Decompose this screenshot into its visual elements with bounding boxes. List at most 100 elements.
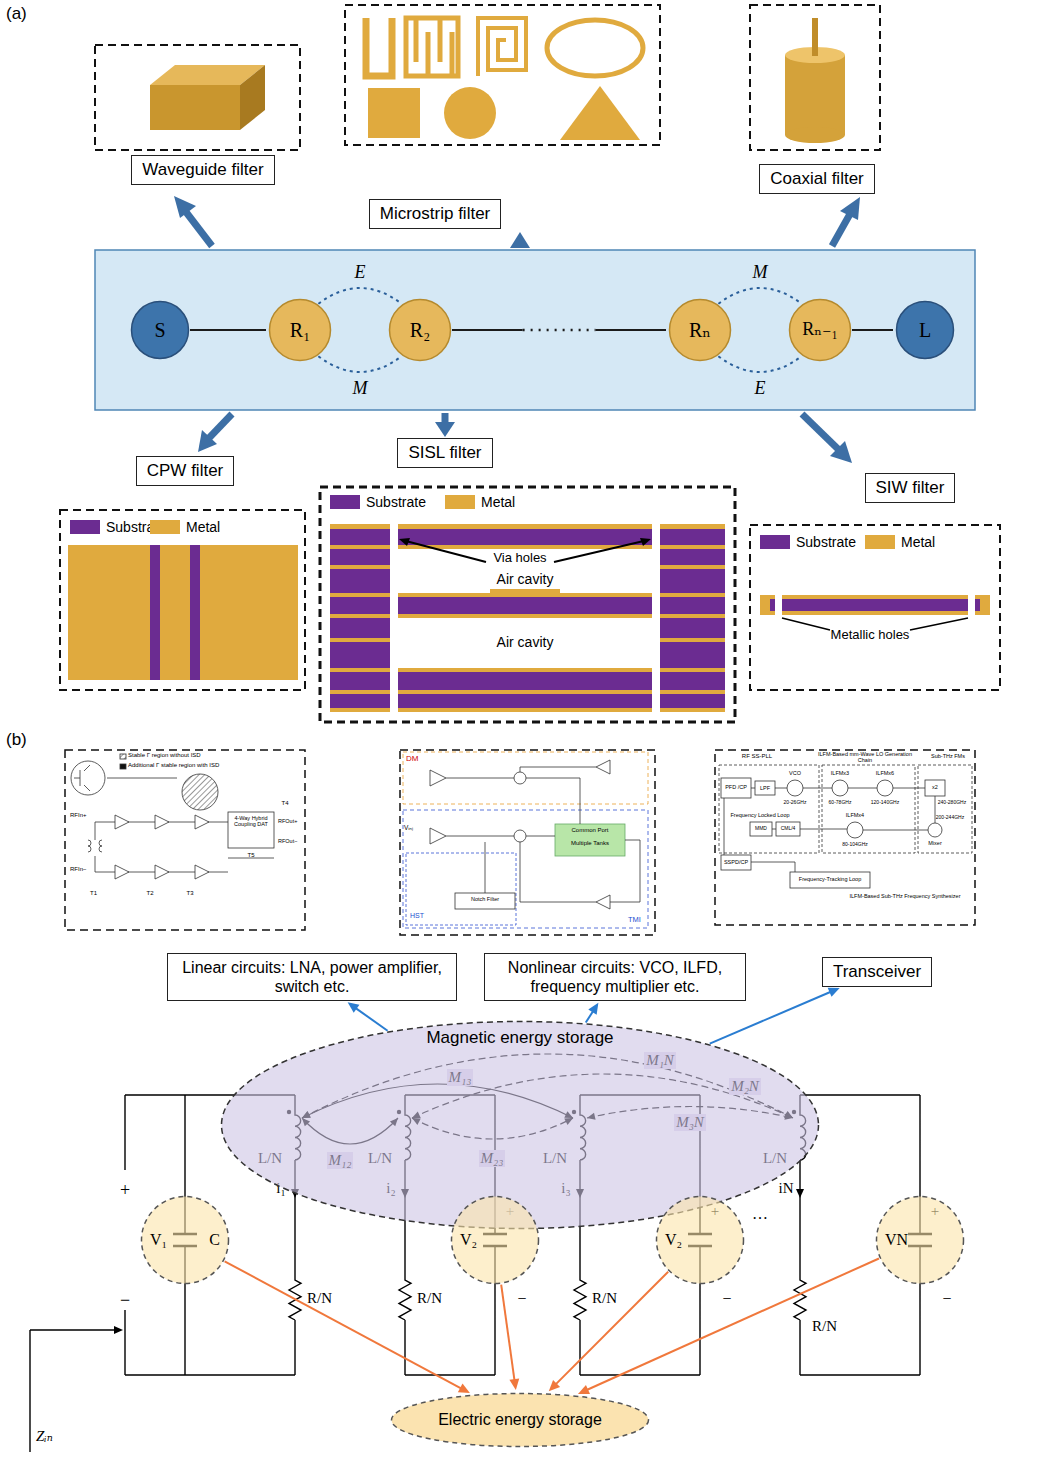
- node-text: V₂: [460, 1230, 477, 1249]
- connector: [190, 330, 266, 331]
- node-text: V₂: [665, 1230, 682, 1249]
- label: Zᵢₙ: [36, 1428, 53, 1445]
- sisl-figure: [330, 524, 725, 712]
- caption-box: Transceiver: [822, 957, 932, 987]
- node-text: SIW filter: [876, 478, 945, 498]
- dashed-frame: [60, 5, 1000, 935]
- block-arrow: [174, 196, 860, 463]
- label: T1: [90, 890, 97, 897]
- node-circle: V₁ C: [140, 1195, 230, 1285]
- label: T3: [186, 890, 193, 897]
- legend-text: Substrate: [796, 534, 856, 550]
- label: Air cavity: [497, 571, 554, 587]
- legend-item: Substrate: [330, 493, 426, 510]
- label: −: [722, 1290, 731, 1308]
- node-text: Transceiver: [833, 962, 921, 982]
- label: Additional Γ stable region with ISD: [128, 762, 219, 769]
- coupling-label: E: [353, 262, 368, 283]
- label: 20-26GHz: [784, 800, 807, 806]
- label: +: [120, 1180, 130, 1201]
- energy-ellipse: Magnetic energy storage: [220, 1020, 820, 1230]
- label: iN: [779, 1180, 794, 1197]
- node-text: Coaxial filter: [770, 169, 864, 189]
- legend-text: Metal: [901, 534, 935, 550]
- coupling-band: [95, 250, 975, 410]
- synthesizer-thumbnail: [719, 765, 972, 888]
- coupling-label: M: [751, 262, 770, 283]
- legend-item: Metal: [445, 493, 515, 510]
- waveguide-figure: [150, 65, 265, 130]
- node-circle: VN: [875, 1195, 965, 1285]
- label: Air cavity: [497, 634, 554, 650]
- node-text: Microstrip filter: [380, 204, 491, 224]
- caption-box: Linear circuits: LNA, power amplifier, s…: [167, 953, 457, 1001]
- caption-box: Microstrip filter: [369, 199, 502, 229]
- label: ILFM-Based mm-Wave LO Generation Chain: [813, 751, 918, 764]
- label: Mixer: [928, 840, 941, 846]
- label: CML/4: [781, 826, 796, 832]
- energy-ellipse: Electric energy storage: [390, 1392, 650, 1448]
- connector: [318, 288, 401, 304]
- shape-outline: [220, 1020, 820, 1230]
- circuit-thumbnail: [71, 754, 274, 879]
- label: Via holes: [493, 551, 546, 566]
- label: R/N: [592, 1290, 617, 1307]
- connector: [318, 356, 401, 372]
- node-text: C: [209, 1230, 220, 1249]
- oscillator-thumbnail: [403, 752, 648, 928]
- node-text: L: [919, 318, 931, 342]
- label: Vᵢₙⱼ: [404, 824, 413, 831]
- label: LPF: [760, 785, 770, 791]
- label: TMI: [628, 916, 641, 925]
- label: DM: [406, 754, 418, 763]
- connector: [718, 356, 801, 372]
- label: 200-244GHz: [936, 815, 964, 821]
- node-text: R₁: [290, 318, 310, 342]
- label: Metallic holes: [831, 628, 910, 643]
- label: 4-Way Hybrid Coupling DAT: [230, 815, 272, 828]
- label: …: [752, 1205, 768, 1223]
- coupling-label: E: [753, 378, 768, 399]
- label: Frequency Locked Loop: [730, 812, 789, 818]
- label: 60-78GHz: [829, 800, 852, 806]
- legend-text: Substrate: [366, 494, 426, 510]
- caption-box: CPW filter: [136, 456, 235, 486]
- connector: [452, 330, 666, 331]
- node-circle: L: [895, 300, 955, 360]
- label: PFD /CP: [725, 784, 747, 790]
- caption-box: SIW filter: [865, 473, 956, 503]
- connector: [852, 330, 893, 331]
- label: −: [517, 1290, 526, 1308]
- label: ILFMx3: [831, 770, 849, 776]
- label: −: [942, 1290, 951, 1308]
- caption-box: SISL filter: [397, 438, 492, 468]
- node-text: Nonlinear circuits: VCO, ILFD, frequency…: [495, 958, 735, 996]
- connector: [578, 1258, 879, 1393]
- label: RFIn+: [70, 812, 87, 819]
- label: 240-280GHz: [938, 800, 966, 806]
- label: 80-104GHz: [842, 842, 868, 848]
- node-circle: R₂: [388, 298, 452, 362]
- node-circle: Rₙ₋₁: [788, 298, 852, 362]
- legend-swatch: [445, 495, 475, 509]
- node-text: Rₙ₋₁: [802, 319, 838, 341]
- label: ILFMx6: [876, 770, 894, 776]
- legend-swatch: [760, 535, 790, 549]
- label: T4: [281, 800, 288, 807]
- node-text: V₁: [150, 1230, 167, 1249]
- connector: [586, 1003, 599, 1023]
- label: R/N: [417, 1290, 442, 1307]
- cpw-figure: [68, 545, 298, 680]
- node-text: Rₙ: [689, 318, 711, 342]
- label: Notch Filter: [471, 896, 499, 902]
- caption-box: Coaxial filter: [759, 164, 875, 194]
- label: MMD: [755, 826, 767, 832]
- label: T2: [146, 890, 153, 897]
- legend-text: Metal: [481, 494, 515, 510]
- legend-text: Metal: [186, 519, 220, 535]
- node-text: CPW filter: [147, 461, 224, 481]
- connector: [718, 288, 801, 304]
- node-circle: Rₙ: [668, 298, 732, 362]
- label: RFIn−: [70, 866, 87, 873]
- connector: [501, 1285, 519, 1390]
